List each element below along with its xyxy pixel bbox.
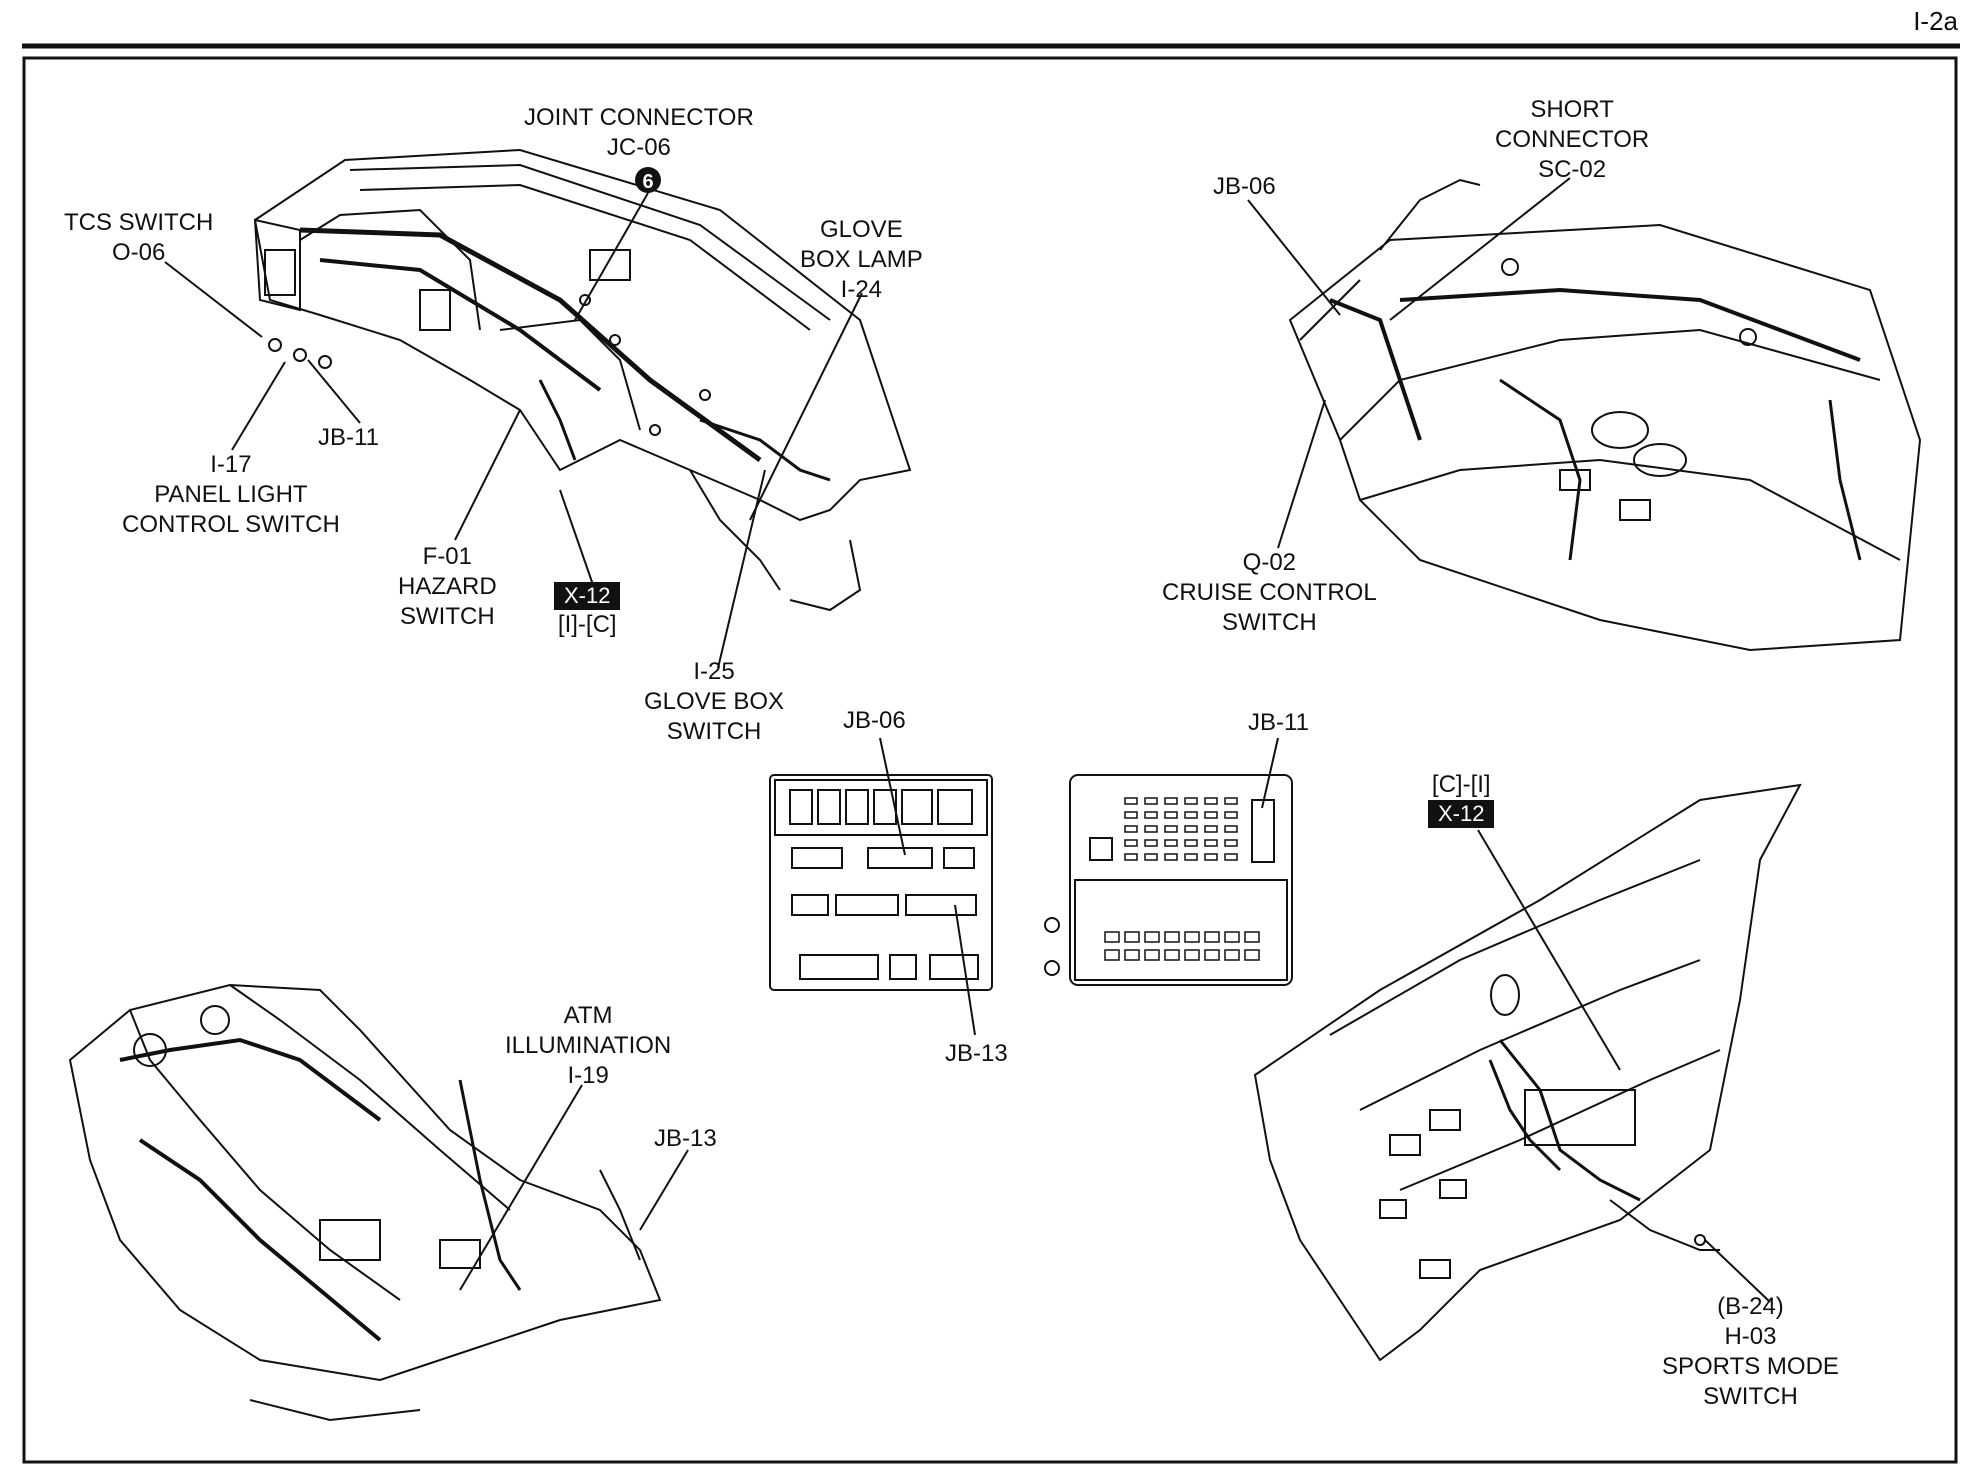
leader-lines-bottom-left [459,1084,689,1291]
page-number: I-2a [1913,6,1958,36]
connector-ref-right: [C]-[I] [1431,771,1491,798]
jb-06-illustration [769,774,993,991]
callout-jb-11-top: JB-11 [318,424,379,451]
callout-cruise-control-switch: Q-02 CRUISE CONTROL SWITCH [1162,549,1377,636]
floor-harness-illustration [68,983,662,1422]
floor-console-illustration [1253,783,1802,1362]
callout-jb-06-top: JB-06 [1213,173,1276,200]
callout-jb-11-mid: JB-11 [1248,709,1309,736]
callout-atm-illumination: ATM ILLUMINATION I-19 [505,1002,672,1089]
connector-tag-x12-left: X-12 [554,582,621,610]
dashboard-rear-illustration [1288,178,1922,652]
callout-jb-13-mid: JB-13 [945,1040,1008,1067]
callout-jb-13-bottom: JB-13 [654,1125,717,1152]
jb-11-illustration [1044,774,1293,986]
leader-lines-top-right [1247,177,1571,549]
connector-tag-x12-right: X-12 [1428,800,1495,828]
connector-ref-left: [I]-[C] [557,611,617,638]
callout-glove-box-switch: I-25 GLOVE BOX SWITCH [644,658,785,745]
leader-lines-bottom-right [1477,829,1771,1303]
leader-lines-middle [879,737,1279,1036]
callout-x12-left: X-12 [I]-[C] [554,582,621,640]
callout-glove-box-lamp: GLOVE BOX LAMP I-24 [800,216,923,303]
jb-11-fuse-grid [1104,797,1260,961]
joint-connector-badge: 6 [642,171,653,193]
callout-short-connector: SHORT CONNECTOR SC-02 [1495,96,1650,183]
callout-joint-connector: JOINT CONNECTOR JC-06 [524,104,754,161]
diagram-frame [22,56,1958,1464]
joint-connector-badge-circle [635,167,661,193]
callout-sports-mode-switch: (B-24) H-03 SPORTS MODE SWITCH [1662,1293,1839,1410]
callout-x12-right: [C]-[I] X-12 [1428,770,1495,828]
callout-panel-light-control-switch: I-17 PANEL LIGHT CONTROL SWITCH [122,451,340,538]
callout-tcs-switch: TCS SWITCH O-06 [64,209,214,266]
dashboard-harness-illustration [253,148,912,612]
callout-hazard-switch: F-01 HAZARD SWITCH [398,543,497,630]
callout-jb-06-mid: JB-06 [843,707,906,734]
leader-lines-top-left [164,192,863,669]
